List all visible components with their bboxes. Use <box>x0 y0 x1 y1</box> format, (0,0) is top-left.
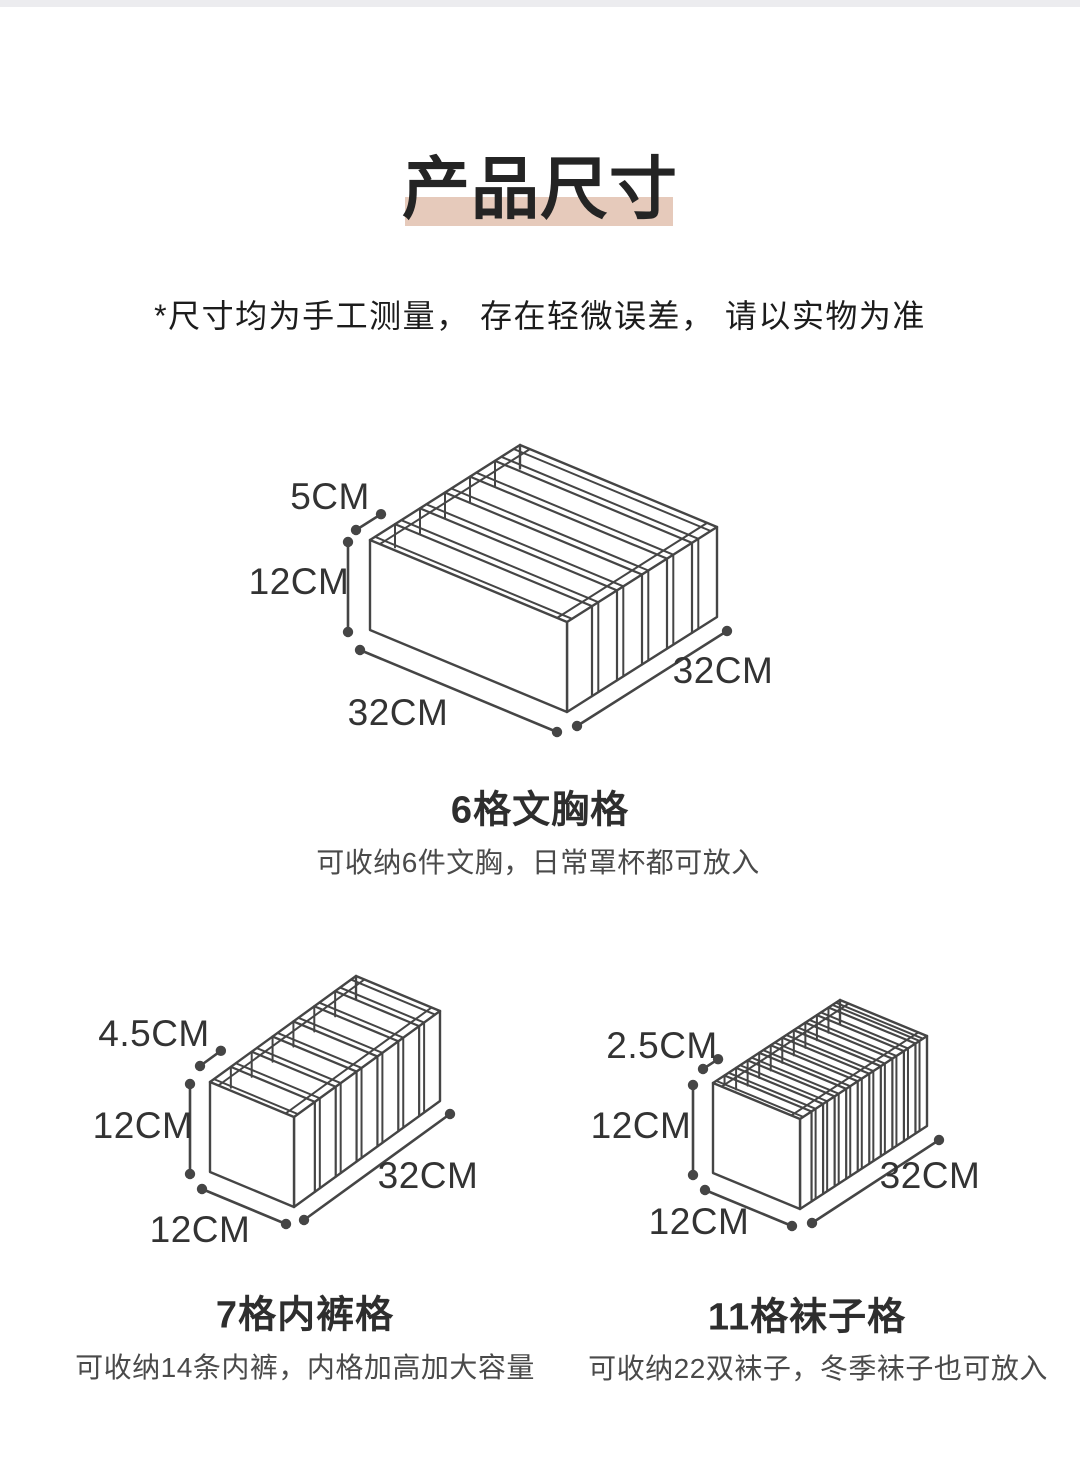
bra-cell-width-label: 5CM <box>290 476 370 517</box>
socks-height-label: 12CM <box>590 1105 692 1146</box>
underwear-box-diagram <box>184 974 456 1230</box>
page-title: 产品尺寸 <box>0 0 1080 260</box>
underwear-depth-label: 32CM <box>377 1155 479 1196</box>
underwear-front-width-label: 12CM <box>149 1209 251 1250</box>
socks-front-width-label: 12CM <box>648 1201 750 1242</box>
bra-box-name: 6格文胸格 <box>450 789 630 832</box>
bra-box-diagram <box>342 443 733 738</box>
bra-height-label: 12CM <box>248 561 350 602</box>
bra-box-caption: 可收纳6件文胸，日常罩杯都可放入 <box>316 847 760 878</box>
socks-box-diagram <box>687 998 945 1232</box>
bra-front-width-label: 32CM <box>347 692 449 733</box>
bra-depth-label: 32CM <box>672 650 774 691</box>
underwear-height-label: 12CM <box>92 1105 194 1146</box>
underwear-box-caption: 可收纳14条内裤，内格加高加大容量 <box>75 1352 535 1383</box>
page-title-text: 产品尺寸 <box>401 149 679 230</box>
socks-box-caption: 可收纳22双袜子，冬季袜子也可放入 <box>588 1353 1048 1384</box>
underwear-cell-width-label: 4.5CM <box>98 1013 210 1054</box>
socks-cell-width-label: 2.5CM <box>606 1025 718 1066</box>
socks-depth-label: 32CM <box>879 1155 981 1196</box>
measurement-note: *尺寸均为手工测量， 存在轻微误差， 请以实物为准 <box>154 298 926 334</box>
title-highlight-bar <box>405 197 673 226</box>
underwear-box-name: 7格内裤格 <box>215 1294 395 1337</box>
socks-box-name: 11格袜子格 <box>707 1296 907 1339</box>
previous-section-edge <box>0 0 1080 7</box>
